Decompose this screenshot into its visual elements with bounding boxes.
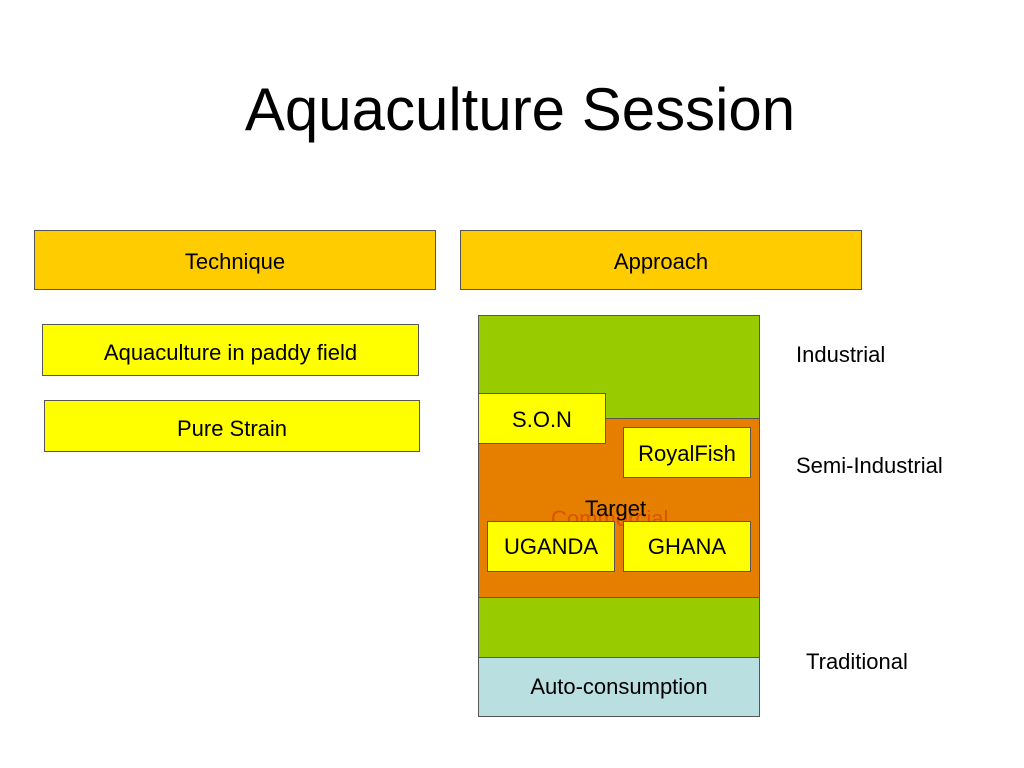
country-box-ghana: GHANA xyxy=(623,521,751,572)
technique-item-pure-strain: Pure Strain xyxy=(44,400,420,452)
traditional-band xyxy=(478,597,760,658)
target-label: Target xyxy=(585,496,647,521)
level-label-semi-industrial: Semi-Industrial xyxy=(796,453,943,478)
slide-title: Aquaculture Session xyxy=(244,76,796,143)
technique-item-label: Pure Strain xyxy=(176,416,288,441)
technique-item-label: Aquaculture in paddy field xyxy=(103,340,358,365)
technique-header-label: Technique xyxy=(184,249,286,274)
company-box-royalfish: RoyalFish xyxy=(623,427,751,478)
level-label-traditional: Traditional xyxy=(806,649,908,674)
company-box-son: S.O.N xyxy=(478,393,606,444)
company-label: S.O.N xyxy=(512,407,572,432)
country-label: GHANA xyxy=(647,533,727,559)
country-box-uganda: UGANDA xyxy=(487,521,615,572)
technique-item-paddy-field: Aquaculture in paddy field xyxy=(42,324,419,376)
technique-header: Technique xyxy=(34,230,436,290)
level-label-industrial: Industrial xyxy=(796,342,886,367)
company-label: RoyalFish xyxy=(638,441,736,466)
auto-consumption-band: Auto-consumption xyxy=(478,657,760,717)
approach-header-label: Approach xyxy=(613,249,709,274)
country-label: UGANDA xyxy=(503,533,599,559)
auto-consumption-label: Auto-consumption xyxy=(530,674,708,699)
approach-header: Approach xyxy=(460,230,862,290)
